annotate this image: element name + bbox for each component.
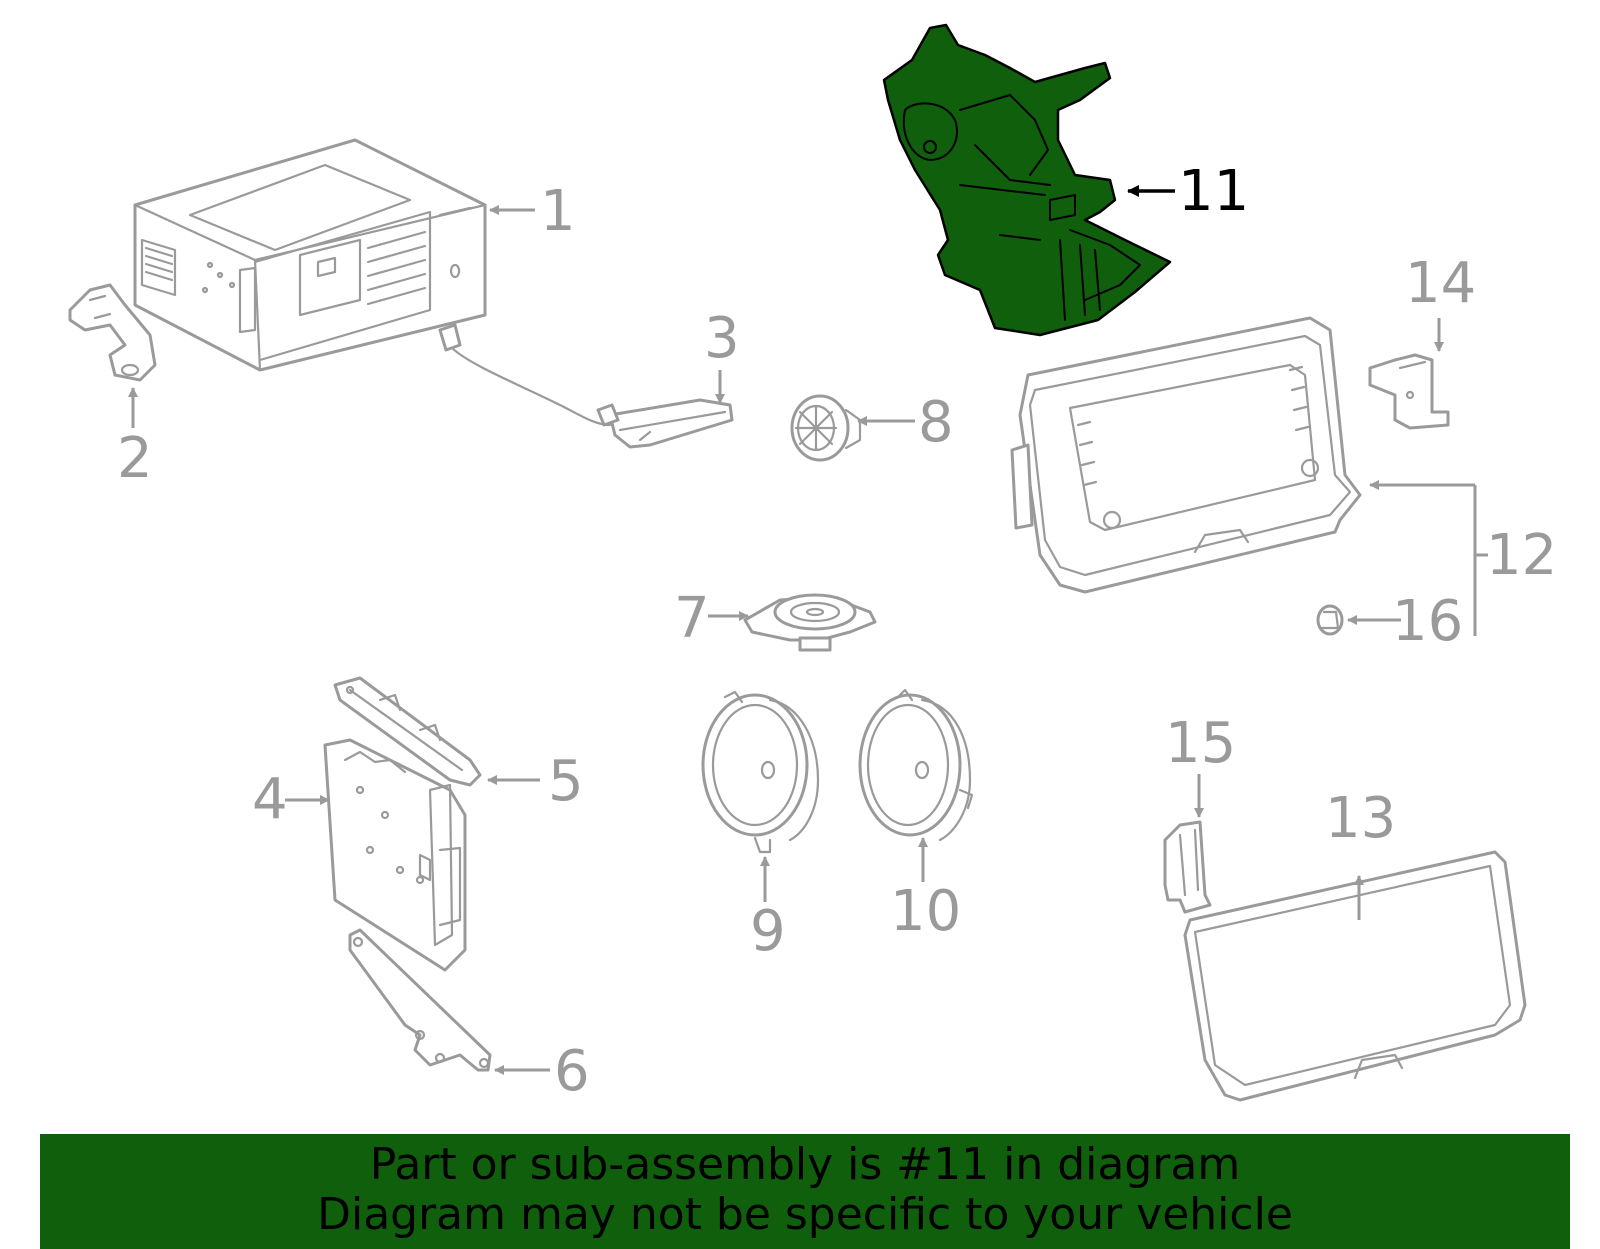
banner-line-2: Diagram may not be specific to your vehi… xyxy=(317,1189,1293,1240)
callout-13: 13 xyxy=(1325,786,1396,851)
callout-2: 2 xyxy=(117,426,153,491)
callout-12: 12 xyxy=(1486,523,1557,588)
callout-4: 4 xyxy=(252,767,288,832)
callout-labels: 1 2 3 4 5 6 7 8 9 10 11 12 13 14 15 16 xyxy=(117,159,1557,1104)
part-1-radio-receiver[interactable] xyxy=(133,138,487,372)
part-10-speaker[interactable] xyxy=(858,688,974,842)
part-7-tweeter[interactable] xyxy=(743,593,877,652)
part-2-bracket[interactable] xyxy=(68,283,157,382)
part-15-bracket[interactable] xyxy=(1163,820,1212,914)
leader-lines xyxy=(128,185,1488,1075)
part-6-bracket[interactable] xyxy=(348,928,492,1072)
banner-line-1: Part or sub-assembly is #11 in diagram xyxy=(369,1139,1241,1190)
callout-3: 3 xyxy=(704,306,740,371)
callout-11: 11 xyxy=(1178,159,1249,224)
part-9-speaker[interactable] xyxy=(701,690,820,854)
callout-9: 9 xyxy=(750,899,786,964)
callout-10: 10 xyxy=(890,879,961,944)
part-8-small-speaker[interactable] xyxy=(790,394,862,462)
part-16-clip[interactable] xyxy=(1316,604,1344,636)
callout-14: 14 xyxy=(1405,251,1476,316)
part-4-control-module[interactable] xyxy=(323,738,467,972)
callout-16: 16 xyxy=(1392,589,1463,654)
info-banner: Part or sub-assembly is #11 in diagram D… xyxy=(40,1134,1570,1249)
part-11-highlighted-assembly[interactable] xyxy=(882,23,1172,337)
part-13-display-panel[interactable] xyxy=(1183,850,1527,1102)
callout-5: 5 xyxy=(548,749,584,814)
callout-1: 1 xyxy=(540,179,576,244)
callout-8: 8 xyxy=(918,390,954,455)
part-14-bracket[interactable] xyxy=(1368,353,1450,430)
callout-7: 7 xyxy=(674,586,710,651)
part-12-display-screen[interactable] xyxy=(1010,316,1362,594)
part-5-bracket[interactable] xyxy=(333,676,482,787)
part-3-antenna-cable[interactable] xyxy=(438,323,734,449)
callout-15: 15 xyxy=(1165,711,1236,776)
callout-6: 6 xyxy=(554,1039,590,1104)
